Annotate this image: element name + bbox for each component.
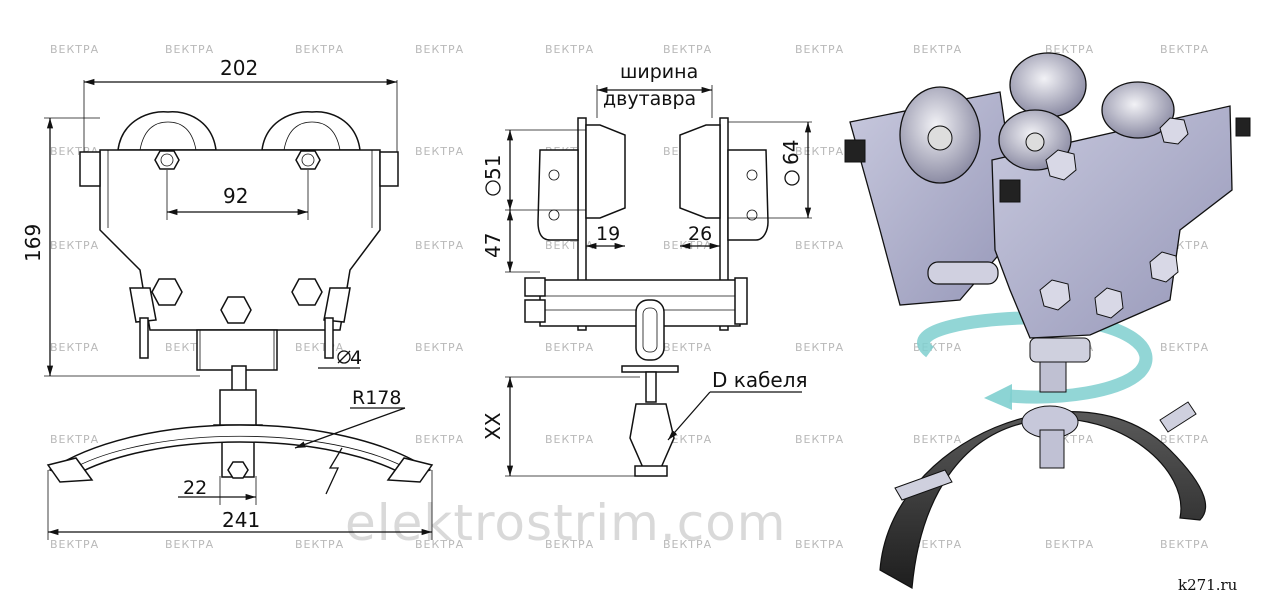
brand-watermark: ВЕКТРА (795, 341, 844, 354)
brand-watermark: ВЕКТРА (50, 239, 99, 252)
brand-watermark: ВЕКТРА (545, 43, 594, 56)
isometric-view (844, 52, 1251, 589)
right-pin (324, 317, 334, 359)
brand-watermark: ВЕКТРА (545, 538, 594, 551)
beam-width-label-2: двутавра (603, 88, 696, 110)
brand-watermark: ВЕКТРА (415, 145, 464, 158)
brand-watermark: ВЕКТРА (1045, 538, 1094, 551)
left-wheel (117, 111, 217, 151)
brand-watermark: ВЕКТРА (415, 239, 464, 252)
axle-nut-right (295, 150, 321, 170)
cable (879, 411, 1207, 589)
swivel-block (196, 329, 278, 371)
brand-watermark: ВЕКТРА (50, 43, 99, 56)
brand-watermark: ВЕКТРА (795, 433, 844, 446)
brand-watermark: ВЕКТРА (795, 43, 844, 56)
front-view: 202 92 (21, 56, 434, 540)
right-wheel-profile (679, 124, 721, 219)
brand-watermark: ВЕКТРА (50, 433, 99, 446)
brand-watermark: ВЕКТРА (415, 43, 464, 56)
brand-watermark: ВЕКТРА (1160, 433, 1209, 446)
brand-watermark: ВЕКТРА (663, 43, 712, 56)
hanger-dimension: XX (481, 412, 505, 440)
flange-left-dimension: 19 (596, 223, 620, 245)
lower-bolt-left (151, 278, 183, 306)
site-watermark: elektrostrim.com (345, 494, 787, 552)
brand-watermark: ВЕКТРА (795, 239, 844, 252)
left-wheel-profile (585, 124, 626, 219)
pin-dimension: 4 (350, 347, 362, 369)
brand-watermark: ВЕКТРА (415, 538, 464, 551)
beam-width-label-1: ширина (620, 61, 698, 83)
axle-nut-left (154, 150, 180, 170)
width-dimension: 202 (220, 56, 258, 80)
brand-watermark: ВЕКТРА (295, 538, 344, 551)
brand-watermark: ВЕКТРА (663, 538, 712, 551)
clamp-dimension: 22 (183, 477, 207, 499)
brand-watermark: ВЕКТРА (1160, 341, 1209, 354)
right-wheel (261, 111, 361, 151)
swivel-link (635, 299, 665, 361)
flange-right-dimension: 26 (688, 223, 712, 245)
brand-watermark: ВЕКТРА (795, 538, 844, 551)
wheel-diameter-right: 64 (779, 140, 803, 165)
left-pin (139, 317, 149, 359)
brand-watermark: ВЕКТРА (50, 538, 99, 551)
lower-bolt-right (291, 278, 323, 306)
brand-watermark: ВЕКТРА (415, 341, 464, 354)
site-label: k271.ru (1178, 576, 1238, 594)
cable-diameter-label: D кабеля (712, 368, 808, 392)
brand-watermark: ВЕКТРА (1045, 43, 1094, 56)
brand-watermark: ВЕКТРА (165, 43, 214, 56)
brand-watermark: ВЕКТРА (295, 341, 344, 354)
brand-watermark: ВЕКТРА (50, 341, 99, 354)
saddle-width-dimension: 241 (222, 508, 260, 532)
left-side-stop (79, 151, 101, 187)
brand-watermark: ВЕКТРА (663, 341, 712, 354)
radius-dimension: R178 (352, 387, 401, 409)
rotation-arrow (917, 311, 1153, 404)
offset-dimension: 47 (481, 233, 505, 258)
brand-watermark: ВЕКТРА (913, 43, 962, 56)
wheel-diameter-left: 51 (481, 155, 505, 180)
wheel-2 (1009, 52, 1087, 118)
right-side-stop (379, 151, 399, 187)
brand-watermark: ВЕКТРА (165, 538, 214, 551)
brand-watermark: ВЕКТРА (415, 433, 464, 446)
brand-watermark: ВЕКТРА (913, 538, 962, 551)
wheel-3 (1101, 81, 1175, 139)
cable-clamp (219, 389, 257, 429)
brand-watermark: ВЕКТРА (545, 433, 594, 446)
side-view: ширина двутавра 51 (481, 61, 812, 477)
cable-hanger (629, 403, 675, 471)
brand-watermark: ВЕКТРА (1160, 538, 1209, 551)
brand-watermark: ВЕКТРА (545, 341, 594, 354)
brand-watermark: ВЕКТРА (295, 43, 344, 56)
height-dimension: 169 (21, 224, 45, 262)
brand-watermark: ВЕКТРА (913, 433, 962, 446)
brand-watermark: ВЕКТРА (1160, 43, 1209, 56)
lower-bolt-center (220, 296, 252, 324)
wheel-spacing-dimension: 92 (223, 184, 248, 208)
